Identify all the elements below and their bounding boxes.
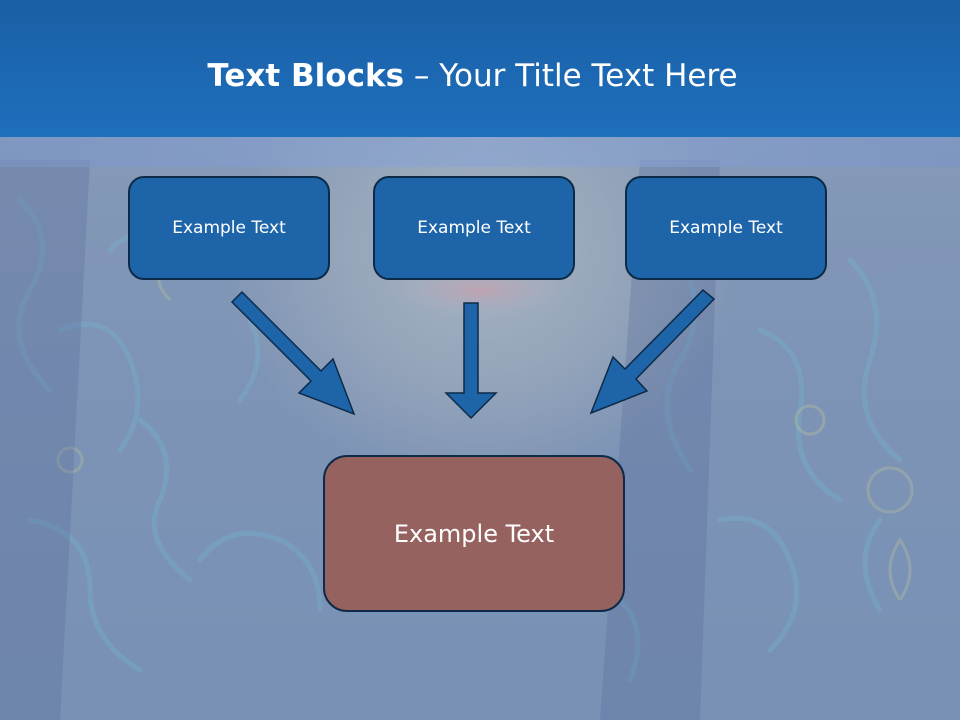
title-bar	[0, 0, 960, 137]
title-rest: Your Title Text Here	[439, 58, 738, 94]
arrow-center-icon	[444, 302, 498, 420]
title-bar-band	[0, 137, 960, 167]
target-block[interactable]: Example Text	[323, 455, 625, 612]
text-block-2[interactable]: Example Text	[373, 176, 575, 280]
title-dash: –	[404, 58, 440, 94]
arrow-left-icon	[230, 290, 356, 416]
title-bold: Text Blocks	[207, 58, 405, 94]
text-block-3[interactable]: Example Text	[625, 176, 827, 280]
slide-title: Text Blocks – Your Title Text Here	[0, 56, 945, 96]
text-block-1[interactable]: Example Text	[128, 176, 330, 280]
arrow-right-icon	[589, 288, 716, 415]
